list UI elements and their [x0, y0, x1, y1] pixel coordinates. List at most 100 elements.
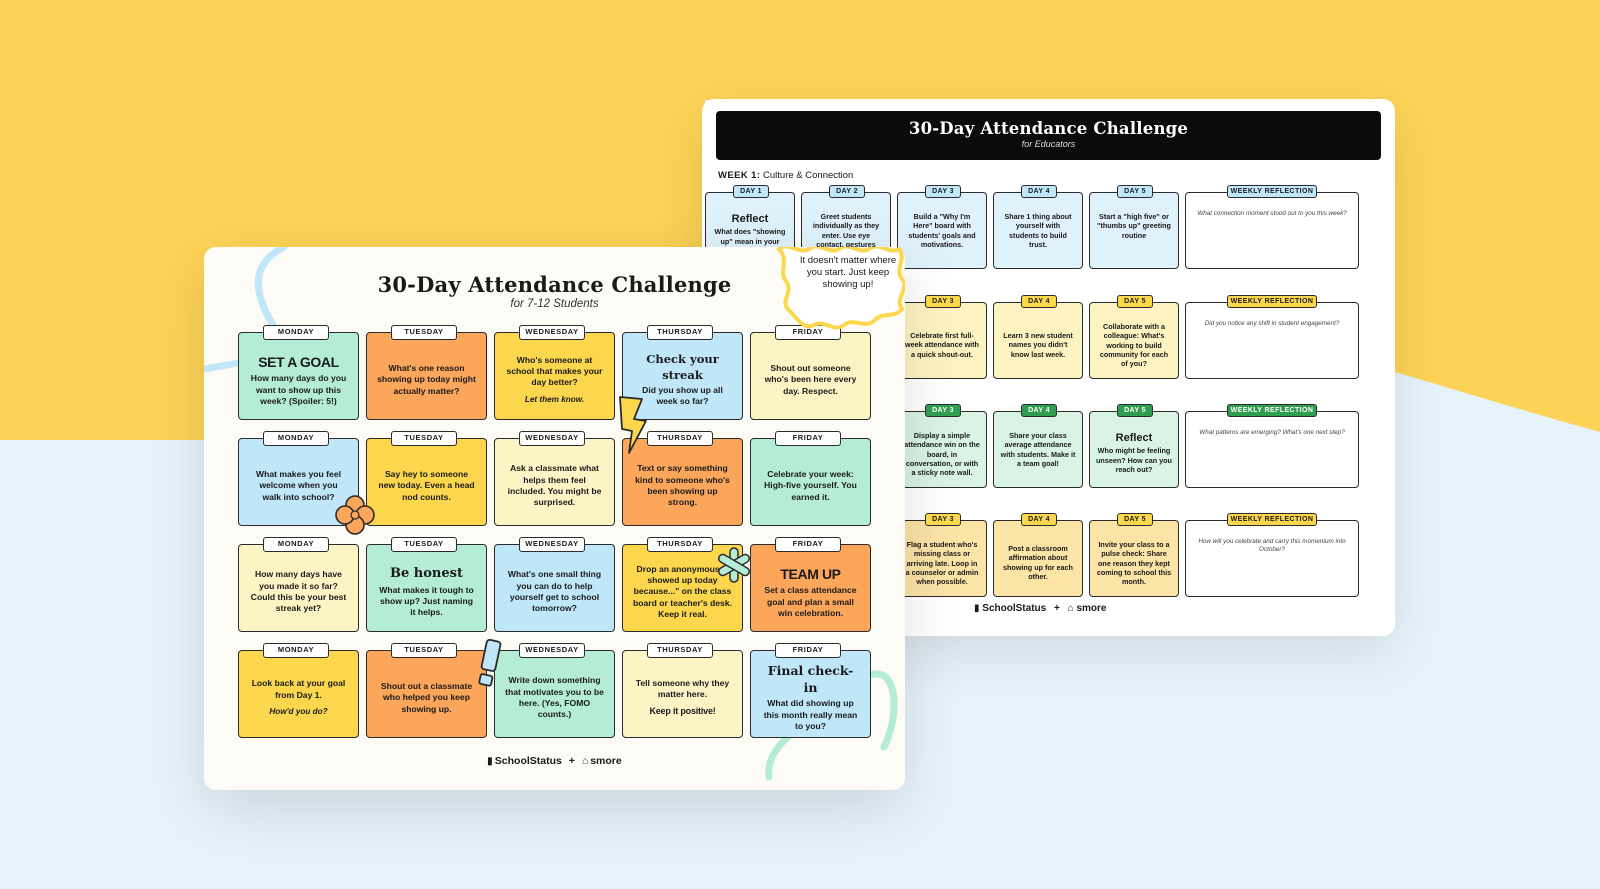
cell-text: Ask a classmate what helps them feel inc…: [507, 463, 602, 508]
student-day-cell: Celebrate your week: High-five yourself.…: [750, 438, 871, 526]
week-prefix: WEEK 1:: [718, 170, 761, 181]
weekday-tag: THURSDAY: [647, 325, 713, 340]
educator-day-cell: Share your class average attendance with…: [993, 411, 1083, 488]
cell-text: How many days have you made it so far? C…: [250, 569, 347, 614]
day-tag: DAY 1: [733, 185, 769, 198]
cell-text: How many days do you want to show up thi…: [250, 373, 347, 406]
smore-logo: smore: [590, 755, 622, 767]
reflection-question: Did you notice any shift in student enga…: [1204, 320, 1340, 327]
weekday-tag: WEDNESDAY: [519, 643, 585, 658]
cell-text: Display a simple attendance win on the b…: [904, 431, 980, 478]
cell-text: Who's someone at school that makes your …: [506, 354, 603, 388]
cell-text: Share your class average attendance with…: [1000, 431, 1076, 469]
cell-text: Shout out someone who's been here every …: [764, 362, 857, 396]
day-tag: DAY 4: [1021, 513, 1057, 526]
smore-logo: smore: [1076, 603, 1107, 614]
cell-text: Say hey to someone new today. Even a hea…: [378, 468, 475, 502]
cell-text: What's one small thing you can do to hel…: [507, 569, 602, 614]
cell-text: Build a "Why I'm Here" board with studen…: [908, 212, 976, 250]
educator-title: 30-Day Attendance Challenge: [908, 119, 1189, 138]
logo-plus: +: [1053, 603, 1060, 614]
schoolstatus-logo: SchoolStatus: [982, 603, 1047, 614]
student-day-cell: Ask a classmate what helps them feel inc…: [494, 438, 615, 526]
educator-subtitle: for Educators: [1021, 139, 1076, 149]
weekday-tag: FRIDAY: [775, 431, 841, 446]
student-day-cell: Shout out someone who's been here every …: [750, 332, 871, 420]
educator-day-cell: Post a classroom affirmation about showi…: [993, 520, 1083, 597]
cell-text: Tell someone why they matter here.: [635, 677, 730, 700]
cell-text: Learn 3 new student names you didn't kno…: [1003, 331, 1073, 359]
weekly-reflection-tag: WEEKLY REFLECTION: [1227, 295, 1317, 308]
weekday-tag: WEDNESDAY: [519, 431, 585, 446]
weekly-reflection-box: What connection moment stood out to you …: [1185, 192, 1359, 269]
school-status-icon: ▮: [487, 755, 493, 767]
weekly-reflection-box: What patterns are emerging? What's one n…: [1185, 411, 1359, 488]
cell-text: Share 1 thing about yourself with studen…: [1004, 212, 1072, 250]
weekly-reflection-tag: WEEKLY REFLECTION: [1227, 185, 1317, 198]
student-day-cell: Write down something that motivates you …: [494, 650, 615, 738]
encouragement-badge-text: It doesn't matter where you start. Just …: [799, 255, 897, 290]
educator-day-cell: Learn 3 new student names you didn't kno…: [993, 302, 1083, 379]
cell-text: Write down something that motivates you …: [505, 675, 604, 720]
cell-text: Post a classroom affirmation about showi…: [1003, 544, 1073, 582]
reflection-question: What patterns are emerging? What's one n…: [1199, 429, 1345, 436]
cell-title: Final check-in: [767, 663, 854, 695]
smore-home-icon: ⌂: [1067, 603, 1074, 614]
cell-note: Let them know.: [524, 394, 585, 404]
cell-title: Reflect: [731, 213, 769, 225]
student-day-cell: What makes you feel welcome when you wal…: [238, 438, 359, 526]
cell-text: Invite your class to a pulse check: Shar…: [1096, 540, 1172, 587]
student-title: 30-Day Attendance Challenge: [377, 272, 732, 297]
cell-title: SET A GOAL: [258, 353, 339, 370]
weekday-tag: MONDAY: [263, 537, 329, 552]
student-day-cell: What's one small thing you can do to hel…: [494, 544, 615, 632]
weekday-tag: FRIDAY: [775, 643, 841, 658]
student-day-cell: Shout out a classmate who helped you kee…: [366, 650, 487, 738]
weekly-reflection-tag: WEEKLY REFLECTION: [1227, 404, 1317, 417]
cell-text: Set a class attendance goal and plan a s…: [764, 585, 857, 618]
cell-text: Text or say something kind to someone wh…: [635, 463, 730, 508]
student-day-cell: What's one reason showing up today might…: [366, 332, 487, 420]
cell-text: What makes it tough to show up? Just nam…: [379, 584, 474, 618]
cell-text: Celebrate your week: High-five yourself.…: [764, 468, 857, 502]
educator-day-cell: Collaborate with a colleague: What's wor…: [1089, 302, 1179, 379]
cell-note: How'd you do?: [269, 706, 328, 716]
day-tag: DAY 5: [1117, 513, 1153, 526]
schoolstatus-logo: SchoolStatus: [494, 755, 562, 767]
day-tag: DAY 5: [1117, 295, 1153, 308]
educator-day-cell: Build a "Why I'm Here" board with studen…: [897, 192, 987, 269]
weekly-reflection-tag: WEEKLY REFLECTION: [1227, 513, 1317, 526]
educator-footer-logos: ▮ SchoolStatus + ⌂ smore: [974, 603, 1106, 614]
day-tag: DAY 4: [1021, 404, 1057, 417]
student-day-cell: Text or say something kind to someone wh…: [622, 438, 743, 526]
weekday-tag: MONDAY: [263, 325, 329, 340]
educator-day-cell: Invite your class to a pulse check: Shar…: [1089, 520, 1179, 597]
cell-note: Keep it positive!: [649, 706, 716, 717]
student-day-cell: How many days have you made it so far? C…: [238, 544, 359, 632]
smore-home-icon: ⌂: [581, 755, 589, 767]
cell-text: What did showing up this month really me…: [763, 698, 858, 732]
day-tag: DAY 3: [925, 185, 961, 198]
weekday-tag: TUESDAY: [391, 643, 457, 658]
weekly-reflection-box: How will you celebrate and carry this mo…: [1185, 520, 1359, 597]
day-tag: DAY 3: [925, 404, 961, 417]
educator-day-cell: Flag a student who's missing class or ar…: [897, 520, 987, 597]
weekday-tag: TUESDAY: [391, 325, 457, 340]
cell-text: Collaborate with a colleague: What's wor…: [1099, 322, 1169, 369]
cell-title: TEAM UP: [780, 565, 841, 582]
week-name: Culture & Connection: [763, 170, 854, 181]
educator-header: 30-Day Attendance Challenge for Educator…: [716, 111, 1381, 160]
weekday-tag: FRIDAY: [775, 325, 841, 340]
cell-text: Look back at your goal from Day 1.: [251, 678, 346, 700]
student-day-cell: Look back at your goal from Day 1. How'd …: [238, 650, 359, 738]
student-footer-logos: ▮SchoolStatus + ⌂smore: [487, 755, 622, 767]
week-label: WEEK 1: Culture & Connection: [718, 170, 853, 181]
school-status-icon: ▮: [974, 603, 980, 614]
student-day-cell: TEAM UP Set a class attendance goal and p…: [750, 544, 871, 632]
cell-text: Flag a student who's missing class or ar…: [905, 540, 979, 587]
weekday-tag: MONDAY: [263, 431, 329, 446]
cell-text: Start a "high five" or "thumbs up" greet…: [1097, 212, 1171, 240]
weekly-reflection-box: Did you notice any shift in student enga…: [1185, 302, 1359, 379]
